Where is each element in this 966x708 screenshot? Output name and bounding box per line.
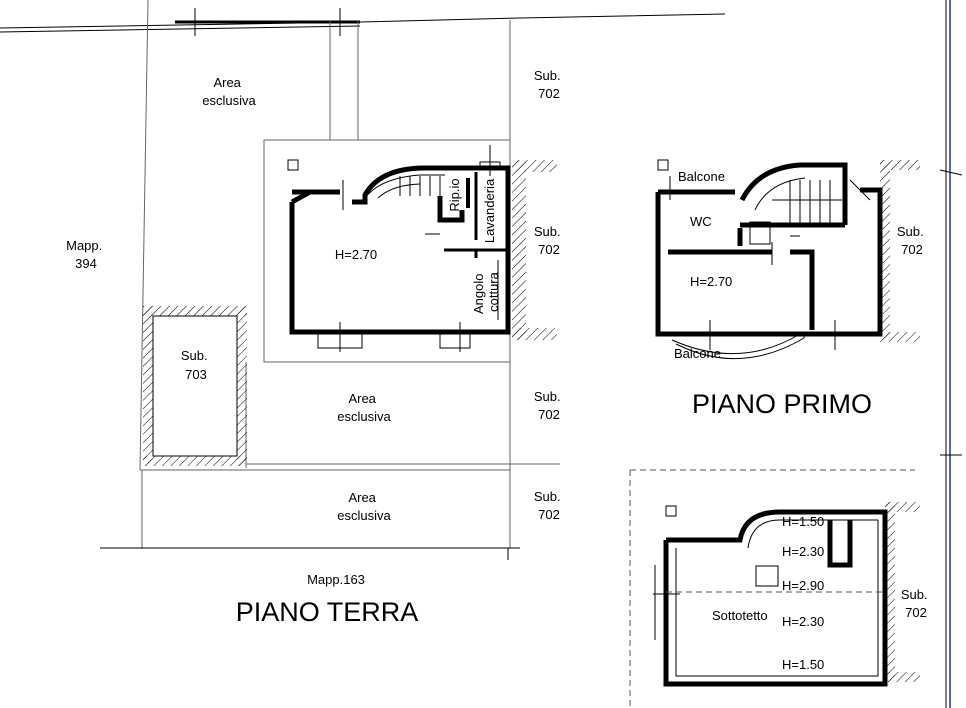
ground-floor-plan	[287, 145, 557, 352]
first-floor-plan	[655, 159, 920, 360]
area-top-label: Area esclusiva	[202, 75, 256, 108]
sub702-mid-label: Sub. 702	[534, 389, 564, 422]
sub702-ground-label: Sub. 702	[534, 224, 564, 257]
ground-height-label: H=2.70	[335, 247, 377, 262]
attic-height-1: H=1.50	[782, 514, 824, 529]
piano-primo-title: PIANO PRIMO	[692, 389, 872, 419]
piano-terra-title: PIANO TERRA	[236, 597, 419, 627]
mapp394-label: Mapp. 394	[66, 238, 106, 271]
sub702-bottom-label: Sub. 702	[534, 489, 564, 522]
mapp163-label: Mapp.163	[307, 572, 365, 587]
area-bottom-label: Area esclusiva	[337, 490, 391, 523]
attic-height-2: H=2.30	[782, 544, 824, 559]
sub702-top-label: Sub. 702	[534, 68, 564, 101]
lavanderia-label: Lavanderia	[482, 178, 497, 243]
attic-plan	[629, 469, 920, 708]
site-boundaries	[0, 0, 726, 560]
balcone-top-label: Balcone	[678, 169, 725, 184]
attic-height-3: H=2.90	[782, 578, 824, 593]
first-height-label: H=2.70	[690, 274, 732, 289]
attic-height-4: H=2.30	[782, 614, 824, 629]
sub-703-block	[143, 306, 247, 466]
sub702-attic-label: Sub. 702	[901, 587, 931, 620]
sottotetto-label: Sottotetto	[712, 608, 768, 623]
wc-label: WC	[690, 214, 712, 229]
balcone-bottom-label: Balcone	[674, 346, 721, 361]
ripostiglio-label: Rip.io	[447, 178, 462, 211]
sheet-border	[939, 0, 963, 708]
angolo-cottura-label: Angolo cottura	[471, 270, 501, 314]
labels: Area esclusiva Sub. 702 Mapp. 394 Sub. 7…	[66, 68, 931, 672]
sub703-label: Sub. 703	[181, 348, 211, 382]
attic-height-5: H=1.50	[782, 657, 824, 672]
area-mid-label: Area esclusiva	[337, 391, 391, 424]
sub702-first-label: Sub. 702	[897, 224, 927, 257]
